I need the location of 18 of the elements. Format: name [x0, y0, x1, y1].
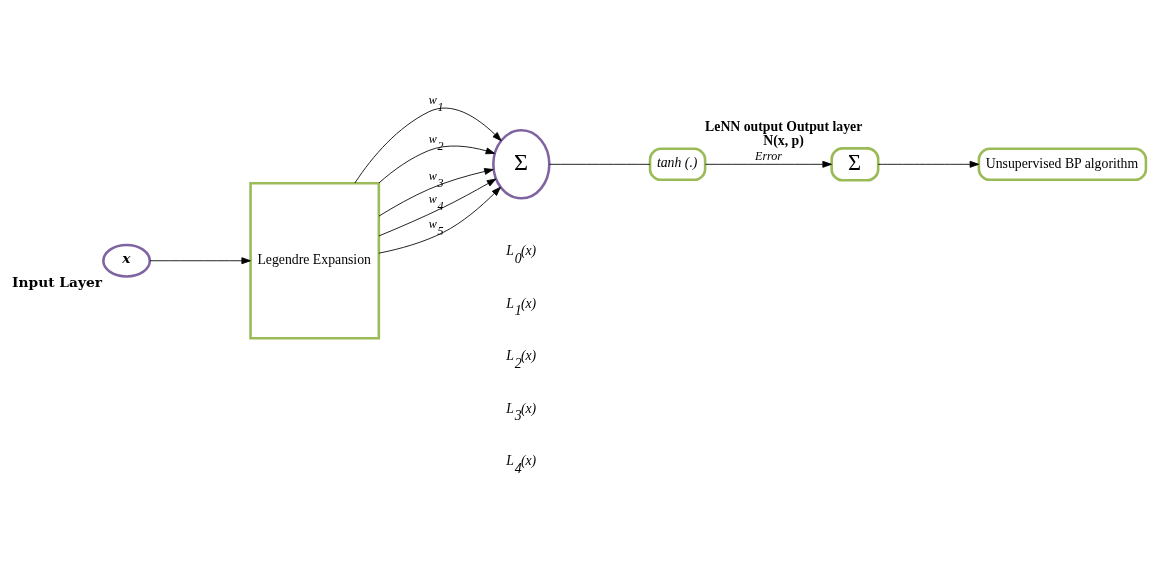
node-label: N(x, p): [763, 133, 804, 149]
node-label: LeNN output Output layer: [705, 119, 863, 135]
arrow: [378, 168, 494, 217]
node-box: Unsupervised BP algorithm: [977, 147, 1148, 182]
node-box: Legendre Expansion: [249, 181, 381, 340]
node-label: Input Layer: [12, 273, 102, 290]
arrow: [378, 186, 501, 254]
node-box: Σ: [830, 147, 880, 182]
node-ellipse: x: [102, 243, 152, 278]
edge-label: Error: [755, 149, 783, 164]
arrow: [705, 160, 832, 168]
connector: [549, 163, 651, 165]
arrow: [877, 160, 980, 168]
arrow: [378, 145, 496, 184]
arrow: [149, 257, 251, 265]
arrow: [354, 107, 502, 184]
node-box: tanh (.): [648, 147, 707, 182]
arrow: [378, 178, 497, 237]
